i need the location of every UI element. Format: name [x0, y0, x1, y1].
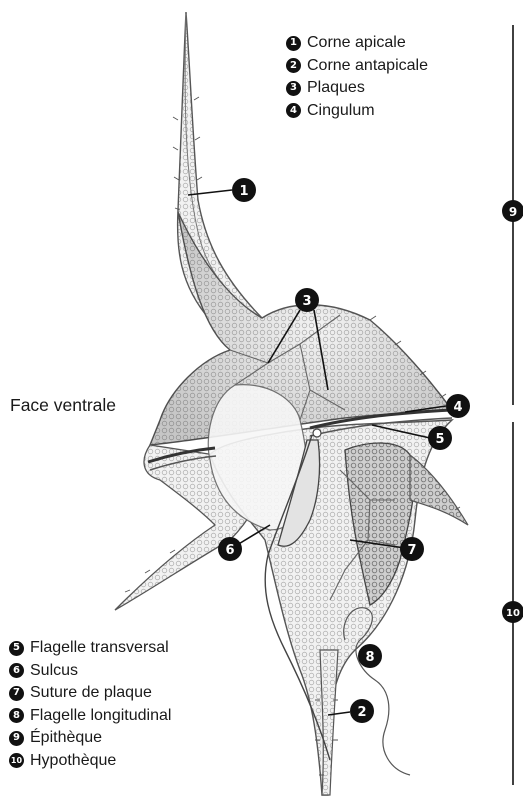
number-badge: 7: [9, 686, 24, 701]
svg-text:9: 9: [509, 205, 517, 219]
right-spine: [410, 455, 468, 525]
svg-text:8: 8: [365, 650, 374, 665]
legend-item: 3 Plaques: [286, 77, 428, 100]
svg-text:7: 7: [407, 543, 416, 558]
svg-text:1: 1: [239, 184, 248, 199]
callout-3: 3: [295, 288, 319, 312]
number-badge: 3: [286, 81, 301, 96]
apical-horn: [178, 12, 262, 320]
legend-bottom: 5 Flagelle transversal 6 Sulcus 7 Suture de…: [9, 637, 171, 772]
callout-5: 5: [428, 426, 452, 450]
callout-10: 10: [502, 601, 523, 623]
legend-item: 1 Corne apicale: [286, 32, 428, 55]
number-badge: 8: [9, 708, 24, 723]
legend-label: Corne antapicale: [307, 55, 428, 78]
legend-label: Sulcus: [30, 660, 78, 683]
number-badge: 10: [9, 753, 24, 768]
callout-6: 6: [218, 537, 242, 561]
svg-text:6: 6: [225, 543, 234, 558]
svg-text:10: 10: [506, 608, 520, 619]
legend-label: Épithèque: [30, 727, 102, 750]
number-badge: 9: [9, 731, 24, 746]
number-badge: 5: [9, 641, 24, 656]
number-badge: 1: [286, 36, 301, 51]
epitheca-shading: [150, 212, 452, 445]
legend-label: Hypothèque: [30, 750, 116, 773]
legend-item: 9 Épithèque: [9, 727, 171, 750]
legend-item: 4 Cingulum: [286, 100, 428, 123]
legend-label: Flagelle transversal: [30, 637, 169, 660]
callout-4: 4: [446, 394, 470, 418]
legend-item: 5 Flagelle transversal: [9, 637, 171, 660]
legend-item: 2 Corne antapicale: [286, 55, 428, 78]
legend-label: Suture de plaque: [30, 682, 152, 705]
callout-1: 1: [232, 178, 256, 202]
legend-top: 1 Corne apicale 2 Corne antapicale 3 Plaque…: [286, 32, 428, 122]
legend-item: 6 Sulcus: [9, 660, 171, 683]
svg-text:4: 4: [453, 400, 462, 415]
callout-7: 7: [400, 537, 424, 561]
legend-label: Plaques: [307, 77, 365, 100]
number-badge: 2: [286, 58, 301, 73]
svg-text:3: 3: [302, 294, 311, 309]
callout-9: 9: [502, 200, 523, 222]
legend-label: Corne apicale: [307, 32, 406, 55]
callout-8: 8: [358, 644, 382, 668]
svg-text:2: 2: [357, 705, 366, 720]
svg-text:5: 5: [435, 432, 444, 447]
callout-2: 2: [350, 699, 374, 723]
legend-label: Flagelle longitudinal: [30, 705, 171, 728]
legend-item: 7 Suture de plaque: [9, 682, 171, 705]
legend-item: 10 Hypothèque: [9, 750, 171, 773]
flagellar-pore: [313, 429, 321, 437]
number-badge: 4: [286, 103, 301, 118]
number-badge: 6: [9, 663, 24, 678]
face-ventrale-label: Face ventrale: [10, 395, 116, 416]
legend-item: 8 Flagelle longitudinal: [9, 705, 171, 728]
antapical-horn: [320, 650, 338, 795]
legend-label: Cingulum: [307, 100, 375, 123]
